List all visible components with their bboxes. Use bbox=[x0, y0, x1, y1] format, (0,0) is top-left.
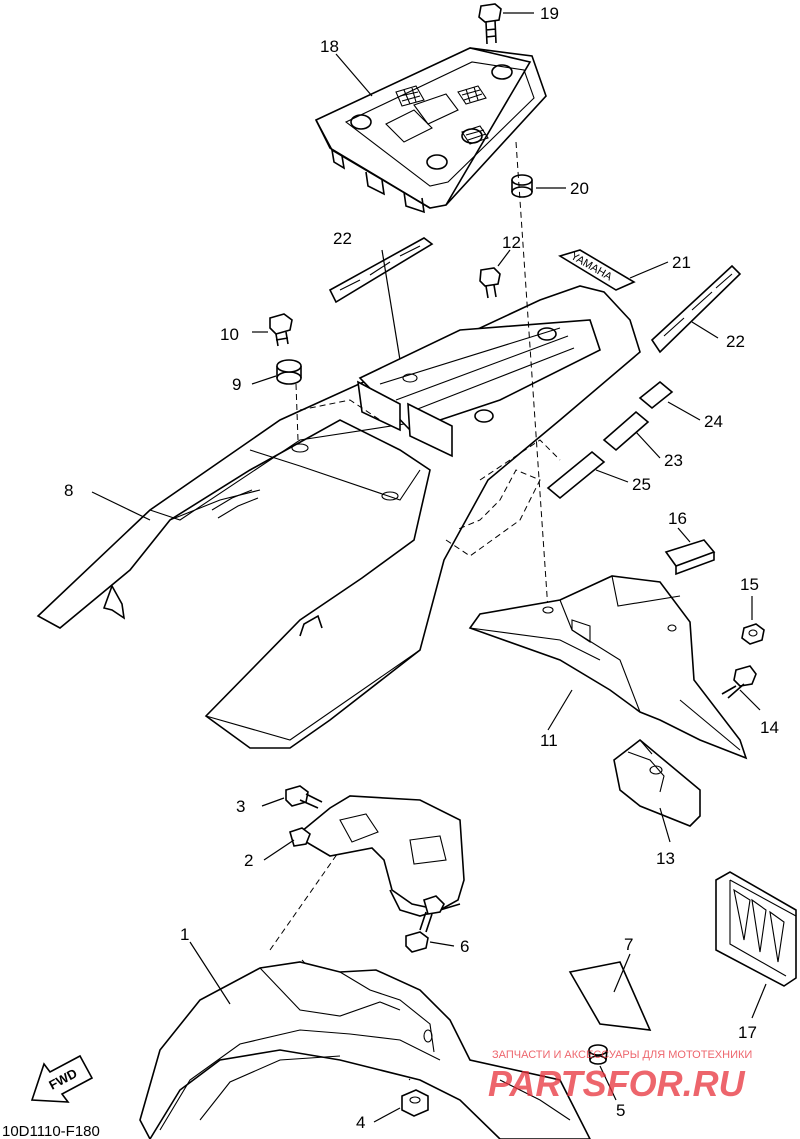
callout-7: 7 bbox=[624, 935, 633, 954]
callout-22-right: 22 bbox=[726, 332, 745, 351]
part-5-grommet bbox=[588, 1044, 608, 1065]
callout-11: 11 bbox=[540, 731, 558, 750]
callout-24: 24 bbox=[704, 412, 723, 431]
assembly-line-rack-bolt bbox=[515, 141, 549, 611]
callout-4: 4 bbox=[356, 1113, 365, 1132]
callout-6: 6 bbox=[460, 937, 469, 956]
callout-25: 25 bbox=[632, 475, 651, 494]
part-23-decal bbox=[602, 410, 650, 452]
part-20-grommet bbox=[511, 174, 533, 198]
watermark-brand: PARTSFOR.RU bbox=[488, 1063, 746, 1104]
watermark-caption: ЗАПЧАСТИ И АКСЕССУАРЫ ДЛЯ МОТОТЕХНИКИ bbox=[492, 1049, 752, 1061]
callout-13: 13 bbox=[656, 849, 675, 868]
part-7-decal-sheet bbox=[568, 961, 652, 1031]
callout-23: 23 bbox=[664, 451, 683, 470]
part-14-bolt bbox=[721, 665, 757, 699]
partsfor-watermark: ЗАПЧАСТИ И АКСЕССУАРЫ ДЛЯ МОТОТЕХНИКИ PA… bbox=[488, 1049, 752, 1104]
part-24-decal bbox=[638, 380, 674, 410]
part-6-bolt bbox=[405, 911, 433, 953]
callout-9: 9 bbox=[232, 375, 241, 394]
callout-16: 16 bbox=[668, 509, 687, 528]
part-8-seat-cowl bbox=[36, 285, 641, 749]
part-22-stripe-decal-right bbox=[650, 264, 742, 354]
callout-5: 5 bbox=[616, 1101, 625, 1120]
part-25-decal bbox=[546, 450, 606, 500]
part-9-collar bbox=[276, 359, 302, 385]
part-19-bolt bbox=[478, 3, 502, 45]
part-13-license-bracket bbox=[613, 738, 701, 827]
part-18-rear-rack bbox=[314, 47, 547, 214]
figure-code: 10D1110-F180 bbox=[2, 1123, 100, 1139]
callout-22-left: 22 bbox=[333, 229, 352, 248]
callout-19: 19 bbox=[540, 4, 559, 23]
part-12-bolt bbox=[479, 267, 501, 299]
part-16-reflector-pad bbox=[664, 539, 716, 576]
part-22-stripe-decal-left bbox=[328, 237, 434, 304]
part-4-nut bbox=[401, 1089, 429, 1117]
callout-8: 8 bbox=[64, 481, 73, 500]
callout-3: 3 bbox=[236, 797, 245, 816]
part-10-bolt bbox=[269, 313, 293, 347]
fwd-direction-arrow: FWD bbox=[30, 1054, 94, 1103]
callout-15: 15 bbox=[740, 575, 759, 594]
part-11-rear-flap bbox=[468, 575, 748, 760]
part-3-bolt bbox=[285, 785, 323, 809]
part-2-fender-stay bbox=[289, 795, 465, 917]
callout-10: 10 bbox=[220, 325, 239, 344]
callout-14: 14 bbox=[760, 718, 779, 737]
part-17-reflector bbox=[715, 871, 797, 987]
callout-2: 2 bbox=[244, 851, 253, 870]
part-1-rear-fender bbox=[139, 961, 591, 1139]
part-21-yamaha-decal: YAMAHA bbox=[558, 249, 636, 291]
callout-12: 12 bbox=[502, 233, 521, 252]
callout-20: 20 bbox=[570, 179, 589, 198]
callout-1: 1 bbox=[180, 925, 189, 944]
callout-21: 21 bbox=[672, 253, 691, 272]
callout-17: 17 bbox=[738, 1023, 757, 1042]
part-15-nut bbox=[741, 623, 765, 645]
callout-18: 18 bbox=[320, 37, 339, 56]
